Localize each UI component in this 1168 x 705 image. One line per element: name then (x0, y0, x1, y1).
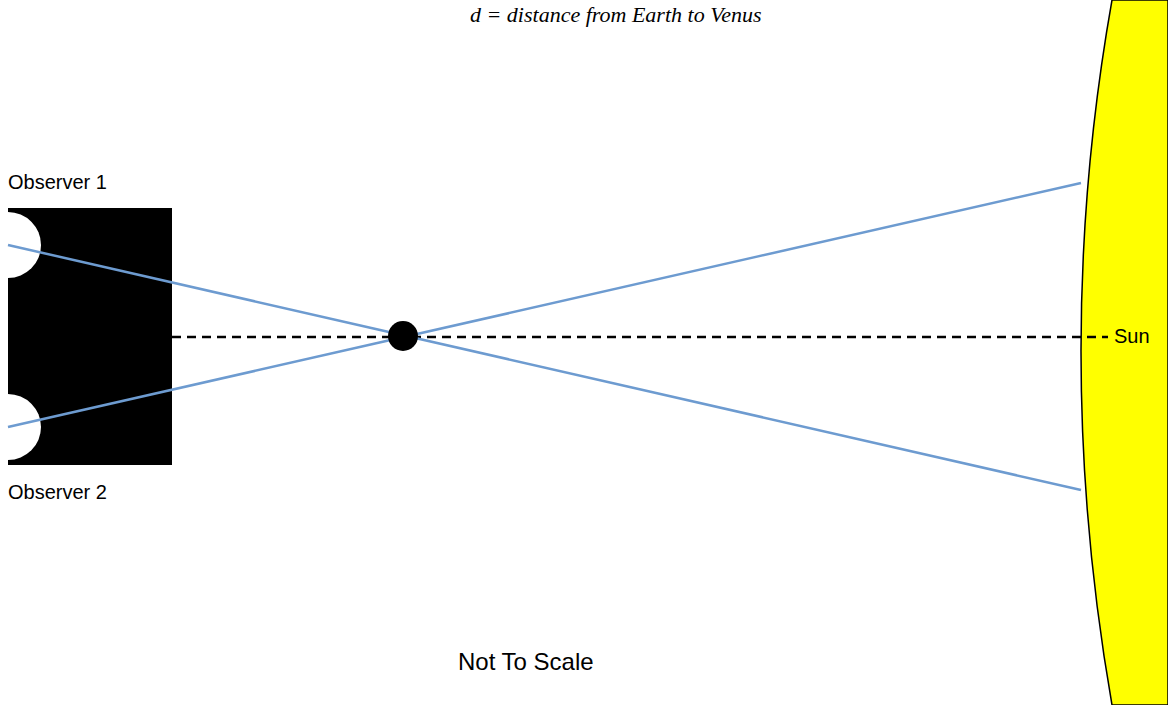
distance-note: d = distance from Earth to Venus (470, 2, 761, 28)
center-line (172, 336, 1108, 339)
observer-label: Observer 1 (8, 170, 107, 194)
earth-block (8, 208, 172, 465)
scale-note: Not To Scale (458, 648, 594, 677)
sun-disc (1081, 0, 1168, 705)
sun-label: Sun (1114, 324, 1150, 348)
sight-line (8, 245, 1081, 490)
observer-label: Observer 2 (8, 480, 107, 504)
venus-dot (388, 321, 418, 351)
sight-line (8, 183, 1081, 427)
